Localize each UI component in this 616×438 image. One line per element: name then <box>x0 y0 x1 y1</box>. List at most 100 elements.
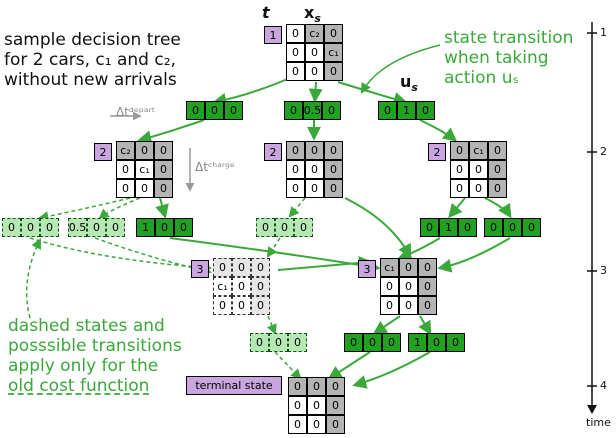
left-note-line-3: without new arrivals <box>4 70 177 90</box>
action-cell: 0 <box>427 333 446 352</box>
action-cell: 0 <box>484 218 503 237</box>
state-cell: 0 <box>286 24 305 43</box>
action-cell: 0 <box>224 101 243 120</box>
state-cell: 0 <box>488 179 507 198</box>
action-cell: 0 <box>522 218 541 237</box>
state-cell: 0 <box>154 179 173 198</box>
transition-arrow <box>25 238 41 319</box>
action-cell: 1 <box>397 101 416 120</box>
state-cell: 0 <box>326 415 345 434</box>
state-cell: 0 <box>286 141 305 160</box>
transition-arrow <box>327 351 371 380</box>
state-cell: c₁ <box>324 43 343 62</box>
state-cell: 0 <box>116 160 135 179</box>
state-cell: 0 <box>213 258 232 277</box>
transition-arrow <box>448 197 466 219</box>
action-cell: 0 <box>2 218 21 237</box>
state-cell: 0 <box>154 141 173 160</box>
state-cell: 0 <box>154 160 173 179</box>
action-cell: 0 <box>416 101 435 120</box>
action-cell: 0 <box>250 333 269 352</box>
transition-arrow <box>266 237 281 258</box>
transition-arrow <box>274 351 302 380</box>
state-cell: 0 <box>251 296 270 315</box>
time-step-tag: 2 <box>94 143 112 161</box>
transition-arrow <box>437 237 511 273</box>
state-cell: 0 <box>307 415 326 434</box>
action-cell: 0 <box>344 333 363 352</box>
right-note-line-3: action uₛ <box>444 68 519 88</box>
time-tick-4: 4 <box>600 379 607 392</box>
transition-arrow <box>37 197 131 222</box>
transition-arrow <box>337 81 408 106</box>
transition-arrow <box>137 119 205 145</box>
state-cell: 0 <box>135 179 154 198</box>
action-cell: 0.5 <box>68 218 87 237</box>
action-cell: 0 <box>256 218 275 237</box>
state-cell: 0 <box>305 179 324 198</box>
transition-arrow <box>277 255 373 271</box>
state-cell: 0 <box>399 277 418 296</box>
time-step-tag: 1 <box>264 26 282 44</box>
state-cell: 0 <box>418 258 437 277</box>
right-note-line-2: when taking <box>444 48 549 68</box>
state-cell: 0 <box>324 141 343 160</box>
transition-arrow <box>397 237 441 261</box>
state-cell: 0 <box>469 160 488 179</box>
state-cell: 0 <box>488 141 507 160</box>
action-cell: 0 <box>205 101 224 120</box>
state-cell: 0 <box>326 396 345 415</box>
state-cell: 0 <box>286 62 305 81</box>
left-note-line-1: sample decision tree <box>4 30 181 50</box>
state-cell: 0 <box>324 24 343 43</box>
transition-arrow <box>288 197 306 218</box>
right-note-line-1: state transition <box>444 28 574 48</box>
action-cell: 0 <box>458 218 477 237</box>
time-axis-arrowhead <box>587 405 597 414</box>
state-cell: 0 <box>324 179 343 198</box>
state-cell: 0 <box>399 296 418 315</box>
transition-arrow <box>360 44 441 94</box>
state-cell: 0 <box>286 179 305 198</box>
transition-arrow <box>212 77 291 107</box>
bottom-note-line-2: posssible transitions <box>8 336 182 356</box>
action-cell: 0 <box>382 333 401 352</box>
state-cell: c₂ <box>116 141 135 160</box>
time-tick-2: 2 <box>600 145 607 158</box>
state-cell: c₁ <box>213 277 232 296</box>
transition-arrow <box>344 197 412 259</box>
time-tick-1: 1 <box>600 26 607 39</box>
action-cell: 1 <box>439 218 458 237</box>
bottom-note-line-4: old cost function <box>8 376 150 396</box>
action-cell: 0 <box>322 101 341 120</box>
time-header: t <box>262 3 270 22</box>
state-cell: 0 <box>251 258 270 277</box>
time-axis-label: time <box>586 416 611 429</box>
state-cell: c₂ <box>305 24 324 43</box>
action-cell: 0 <box>275 218 294 237</box>
action-cell: 0 <box>503 218 522 237</box>
state-cell: 0 <box>307 396 326 415</box>
transition-arrow <box>372 315 401 335</box>
state-cell: 0 <box>380 296 399 315</box>
state-cell: 0 <box>305 160 324 179</box>
delta-t-charge-label: Δtᶜʰᵃʳᵍᵉ <box>195 160 235 174</box>
action-cell: 0 <box>87 218 106 237</box>
transition-arrow <box>266 315 277 335</box>
transition-arrow <box>352 351 431 389</box>
action-cell: 0 <box>284 101 303 120</box>
action-cell: 0 <box>269 333 288 352</box>
time-step-tag: 2 <box>264 143 282 161</box>
state-cell: 0 <box>288 415 307 434</box>
transition-arrow <box>308 81 323 103</box>
action-cell: 0 <box>363 333 382 352</box>
action-cell: 1 <box>408 333 427 352</box>
state-cell: c₁ <box>135 160 154 179</box>
action-cell: 0 <box>40 218 59 237</box>
state-cell: 0 <box>232 258 251 277</box>
transition-arrow <box>419 119 458 142</box>
transition-arrow <box>29 237 213 273</box>
state-cell: 0 <box>286 160 305 179</box>
transition-arrow <box>484 197 512 219</box>
